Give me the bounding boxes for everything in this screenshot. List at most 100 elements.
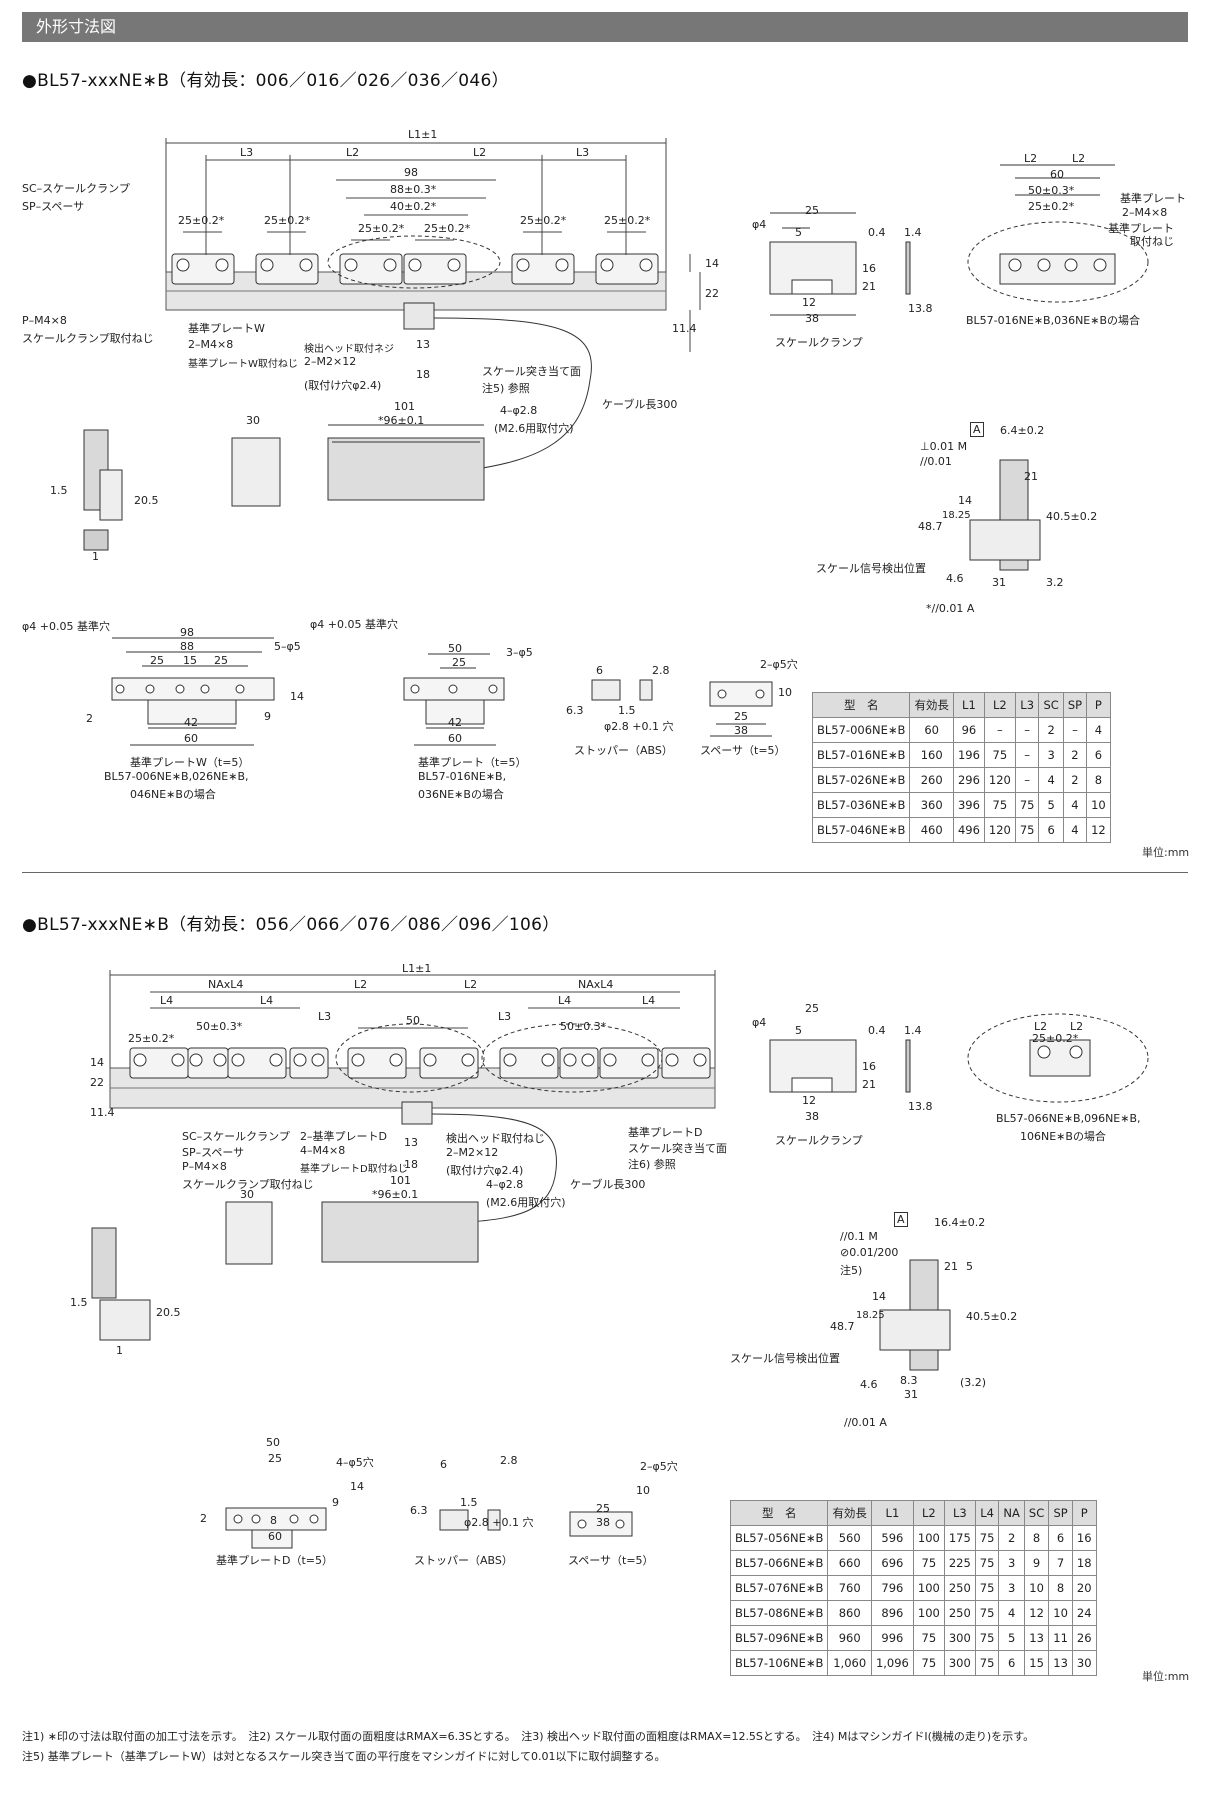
table-cell: 3 xyxy=(1038,742,1064,768)
table-cell: BL57-066NE∗B xyxy=(729,1550,829,1576)
table-cell: 75 xyxy=(974,1525,1000,1551)
lside-1-5: 1.5 xyxy=(50,484,68,497)
sp-38: 38 xyxy=(734,724,748,737)
dim2-L4-b: L4 xyxy=(260,994,274,1007)
dim-22: 22 xyxy=(705,287,719,300)
pd-4phi: 4–φ5穴 xyxy=(336,1456,374,1469)
label-note5: 注5) 参照 xyxy=(482,382,530,395)
table-cell: 2 xyxy=(1062,767,1088,793)
page-header: 外形寸法図 xyxy=(22,12,1188,42)
table-cell: 75 xyxy=(974,1575,1000,1601)
lside-20-5: 20.5 xyxy=(134,494,159,507)
table-cell: 75 xyxy=(974,1650,1000,1676)
label2-head-screw: 検出ヘッド取付ねじ xyxy=(446,1132,545,1145)
table-cell: 2 xyxy=(998,1525,1025,1551)
table-cell: BL57-056NE∗B xyxy=(729,1525,829,1551)
table-cell: 160 xyxy=(909,742,954,768)
mini2-25: 25±0.2* xyxy=(1032,1032,1079,1045)
table-cell: 4 xyxy=(1062,792,1088,818)
mini-plate: 基準プレート xyxy=(1120,192,1186,205)
label-m4-2-sub: 基準プレートW取付ねじ xyxy=(188,359,298,370)
detection-head-2 xyxy=(321,1201,479,1263)
side2-note5: 注5) xyxy=(840,1264,863,1277)
sp2-10: 10 xyxy=(636,1484,650,1497)
side-tol3: *//0.01 A xyxy=(926,602,975,615)
table-cell: 96 xyxy=(952,717,985,743)
mini2-caption2: 106NE∗Bの場合 xyxy=(1020,1130,1106,1143)
table-cell: 13 xyxy=(1048,1650,1073,1676)
pd-8: 8 xyxy=(270,1514,277,1527)
table-cell: 1,060 xyxy=(827,1650,872,1676)
table-header-cell: L1 xyxy=(870,1500,914,1526)
st2-6-3: 6.3 xyxy=(410,1504,428,1517)
table-header-cell: 有効長 xyxy=(827,1500,872,1526)
dim2-NAxL4-a: NAxL4 xyxy=(208,978,244,991)
table-cell: 60 xyxy=(909,717,954,743)
st-1-5: 1.5 xyxy=(618,704,636,717)
clamp-12: 12 xyxy=(802,296,816,309)
st-phi: φ2.8 +0.1 穴 xyxy=(604,720,674,733)
table-header-cell: L4 xyxy=(974,1500,1000,1526)
pw-88: 88 xyxy=(180,640,194,653)
p-3phi: 3–φ5 xyxy=(506,646,533,659)
dim-25-c: 25±0.2* xyxy=(358,222,405,235)
dim-96: *96±0.1 xyxy=(378,414,425,427)
st2-1-5: 1.5 xyxy=(460,1496,478,1509)
mini2-L2-a: L2 xyxy=(1034,1020,1048,1033)
clamp-phi4: φ4 xyxy=(752,218,767,231)
p-25: 25 xyxy=(452,656,466,669)
table-cell: 496 xyxy=(952,817,985,843)
dim2-22: 22 xyxy=(90,1076,104,1089)
table-cell: 3 xyxy=(998,1550,1025,1576)
table-cell: 3 xyxy=(998,1575,1025,1601)
label-m2: 2–M2×12 xyxy=(304,355,357,368)
table-cell: 4 xyxy=(1062,817,1088,843)
clamp2-16: 16 xyxy=(862,1060,876,1073)
label2-m4-4-sub: 基準プレートD取付ねじ xyxy=(300,1164,408,1175)
label2-m4-4: 4–M4×8 xyxy=(300,1144,346,1157)
table-cell: 20 xyxy=(1071,1575,1097,1601)
table-cell: 24 xyxy=(1071,1600,1097,1626)
dim-18: 18 xyxy=(416,368,430,381)
table-cell: 26 xyxy=(1071,1625,1097,1651)
dim-40: 40±0.2* xyxy=(390,200,437,213)
stopper-drawing xyxy=(591,679,621,701)
p-phi4: φ4 +0.05 基準穴 xyxy=(310,618,398,631)
table-cell: 796 xyxy=(870,1575,914,1601)
clamp2-13-8: 13.8 xyxy=(908,1100,933,1113)
label2-butt: スケール突き当て面 xyxy=(628,1142,727,1155)
label-pm4: P–M4×8 xyxy=(22,314,67,327)
clamp2-04: 0.4 xyxy=(868,1024,886,1037)
table-cell: 960 xyxy=(827,1625,872,1651)
dim2-11-4: 11.4 xyxy=(90,1106,115,1119)
table-cell: 12 xyxy=(1086,817,1111,843)
table-cell: 10 xyxy=(1048,1600,1073,1626)
table-cell: 696 xyxy=(870,1550,914,1576)
st2-2-8: 2.8 xyxy=(500,1454,518,1467)
clamp2-14: 1.4 xyxy=(904,1024,922,1037)
label2-plate-d2: 基準プレートD xyxy=(628,1126,703,1139)
clamp2-caption: スケールクランプ xyxy=(775,1134,863,1147)
clamp2-12: 12 xyxy=(802,1094,816,1107)
label2-cable: ケーブル長300 xyxy=(570,1178,646,1191)
table-cell: 360 xyxy=(909,792,954,818)
side2-18-25: 18.25 xyxy=(856,1310,885,1321)
pw-caption3: 046NE∗Bの場合 xyxy=(130,788,216,801)
table-cell: – xyxy=(1014,767,1040,793)
side-4-6: 4.6 xyxy=(946,572,964,585)
label-butt: スケール突き当て面 xyxy=(482,365,581,378)
pw-98: 98 xyxy=(180,626,194,639)
table-header-cell: P xyxy=(1071,1500,1097,1526)
table-cell: BL57-016NE∗B xyxy=(811,742,911,768)
clamp-5: 5 xyxy=(795,226,802,239)
table-cell: – xyxy=(1062,717,1088,743)
side-tol1: ⊥0.01 M xyxy=(920,440,968,453)
mini-m4: 2–M4×8 xyxy=(1122,206,1168,219)
table-cell: 9 xyxy=(1023,1550,1050,1576)
label-plate-w: 基準プレートW xyxy=(188,322,265,335)
mini-caption: BL57-016NE∗B,036NE∗Bの場合 xyxy=(966,314,1141,327)
p-caption3: 036NE∗Bの場合 xyxy=(418,788,504,801)
